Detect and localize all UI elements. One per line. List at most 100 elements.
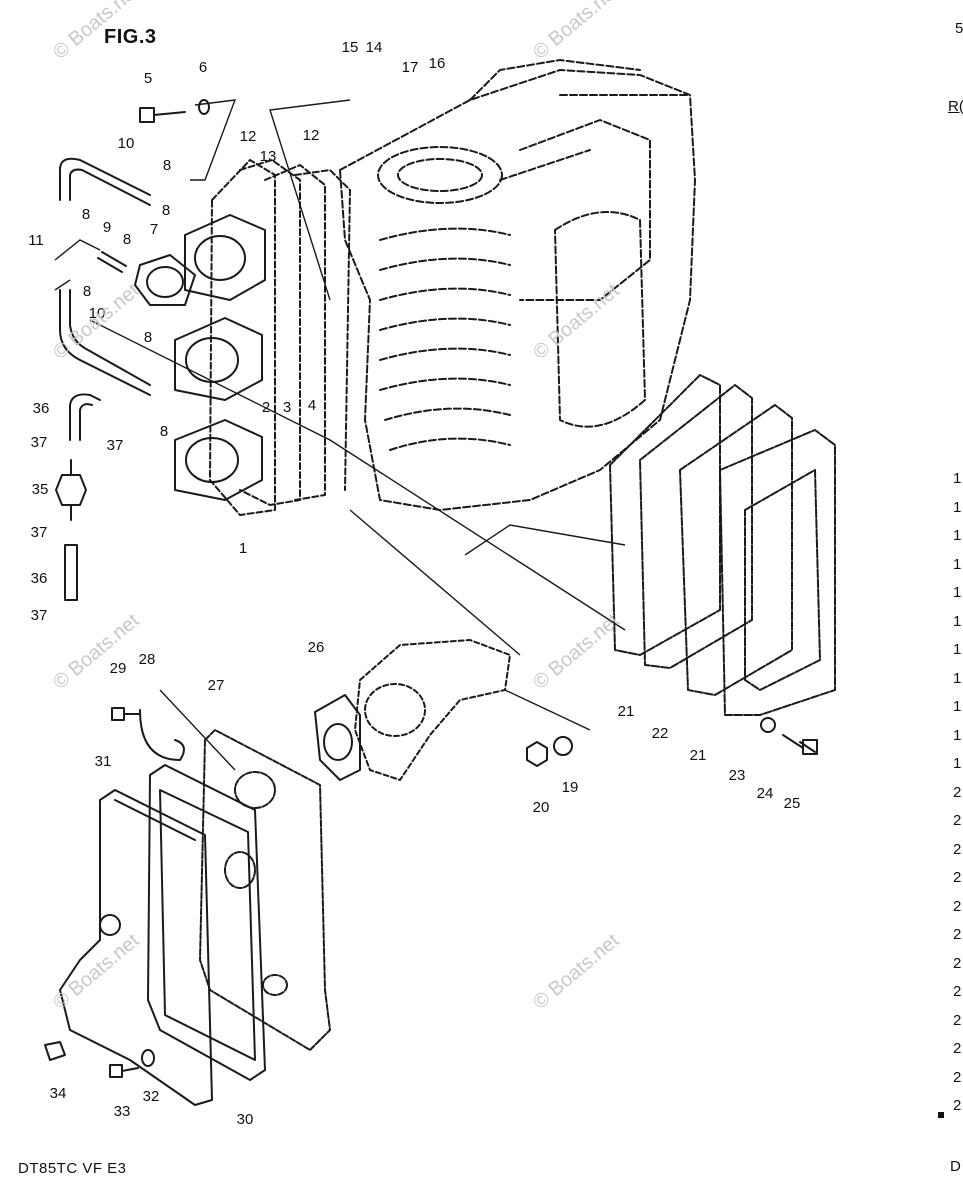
edge-number: 2 — [953, 954, 962, 972]
pipe-9 — [97, 251, 127, 273]
callout-c6: 6 — [199, 59, 207, 76]
callout-c20: 20 — [533, 799, 550, 816]
edge-number: 1 — [953, 641, 962, 658]
callout-c28: 28 — [139, 651, 156, 668]
model-code: DT85TC VF E3 — [18, 1160, 127, 1177]
hose-10-lower — [59, 289, 151, 396]
nut-20 — [526, 741, 548, 767]
edge-number: 2 — [953, 1011, 962, 1029]
exhaust-cover-gaskets — [609, 374, 836, 716]
callout-c31: 31 — [95, 753, 112, 770]
washer-32 — [141, 1049, 155, 1067]
hose-36-lower — [64, 544, 78, 601]
callout-c8c: 8 — [123, 231, 131, 248]
callout-c24: 24 — [757, 785, 774, 802]
callout-c11: 11 — [28, 232, 44, 249]
callout-c30: 30 — [237, 1111, 254, 1128]
gasket-26 — [314, 694, 361, 781]
watermark-text: © Boats.net — [529, 279, 624, 363]
cover-31 — [59, 789, 213, 1106]
callout-c35: 35 — [32, 481, 49, 498]
callout-c29: 29 — [110, 660, 127, 677]
callout-c7: 7 — [150, 221, 158, 238]
cylinder-block — [339, 59, 696, 511]
callout-c36a: 36 — [33, 400, 50, 417]
port-flanges — [134, 214, 266, 501]
callout-c37b: 37 — [107, 437, 124, 454]
callout-c27: 27 — [208, 677, 225, 694]
edge-number: 2 — [953, 840, 962, 858]
edge-number: 1 — [953, 555, 962, 573]
callout-c14: 14 — [366, 39, 383, 56]
callout-c3: 3 — [283, 399, 291, 416]
edge-number: 2 — [953, 812, 962, 829]
watermark-text: © Boats.net — [529, 929, 624, 1013]
edge-number: 2 — [953, 983, 962, 1000]
callout-c8a: 8 — [163, 157, 171, 174]
edge-number: 1 — [953, 698, 962, 715]
manifold-gaskets — [209, 159, 351, 516]
hose-36-upper — [69, 393, 101, 441]
callout-c12a: 12 — [240, 128, 257, 145]
callout-c4: 4 — [308, 397, 316, 414]
callout-c10a: 10 — [118, 135, 135, 152]
callout-c2: 2 — [262, 399, 270, 416]
edge-number: 1 — [953, 498, 962, 516]
edge-number: 2 — [953, 1097, 962, 1114]
callout-c8b: 8 — [82, 206, 90, 223]
callout-c34: 34 — [50, 1085, 67, 1102]
edge-number: 1 — [953, 470, 962, 487]
leader-lines — [54, 99, 626, 771]
callout-c15: 15 — [342, 39, 359, 56]
edge-number: 2 — [953, 869, 962, 886]
washer-6 — [198, 99, 210, 115]
edge-number: 1 — [953, 584, 962, 601]
callout-c16: 16 — [429, 55, 446, 72]
callout-c19: 19 — [562, 779, 579, 796]
hose-10-upper — [59, 157, 151, 206]
callout-c22: 22 — [652, 725, 669, 742]
callout-c33: 33 — [114, 1103, 131, 1120]
watermark-text: © Boats.net — [49, 0, 144, 64]
callout-c13: 13 — [260, 148, 277, 165]
watermark-text: © Boats.net — [529, 609, 624, 693]
callout-c8f: 8 — [160, 423, 168, 440]
bolt-29 — [111, 707, 141, 721]
callout-c8e: 8 — [144, 329, 152, 346]
callout-c37a: 37 — [31, 434, 48, 451]
callout-c5: 5 — [144, 70, 152, 87]
plug-34 — [44, 1041, 66, 1061]
callout-c21a: 21 — [618, 703, 635, 720]
edge-number: 1 — [953, 612, 962, 630]
washer-24 — [760, 717, 776, 733]
seal-28 — [139, 709, 185, 761]
callout-c37d: 37 — [31, 607, 48, 624]
cover-plate-27 — [199, 729, 331, 1051]
edge-header: R( — [948, 98, 963, 115]
callout-c10b: 10 — [89, 305, 106, 322]
check-valve-35 — [55, 459, 87, 521]
bolt-25 — [782, 734, 818, 755]
callout-c12b: 12 — [303, 127, 320, 144]
watermark-text: © Boats.net — [49, 929, 144, 1013]
edge-number: 2 — [953, 897, 962, 915]
callout-c32: 32 — [143, 1088, 160, 1105]
gasket-30 — [147, 764, 266, 1081]
edge-bottom-char: D — [950, 1158, 961, 1175]
marker-square — [938, 1112, 944, 1118]
callout-c23: 23 — [729, 767, 746, 784]
edge-number: 1 — [953, 669, 962, 687]
edge-top-char: 5 — [955, 20, 963, 37]
edge-number: 2 — [953, 1068, 962, 1086]
callout-c1: 1 — [239, 540, 247, 557]
callout-c8g: 8 — [162, 202, 170, 219]
washer-19 — [553, 736, 573, 756]
watermark-text: © Boats.net — [529, 0, 624, 64]
edge-number: 2 — [953, 1040, 962, 1057]
callout-c25: 25 — [784, 795, 801, 812]
bolt-33 — [109, 1064, 139, 1078]
edge-number: 1 — [953, 755, 962, 772]
